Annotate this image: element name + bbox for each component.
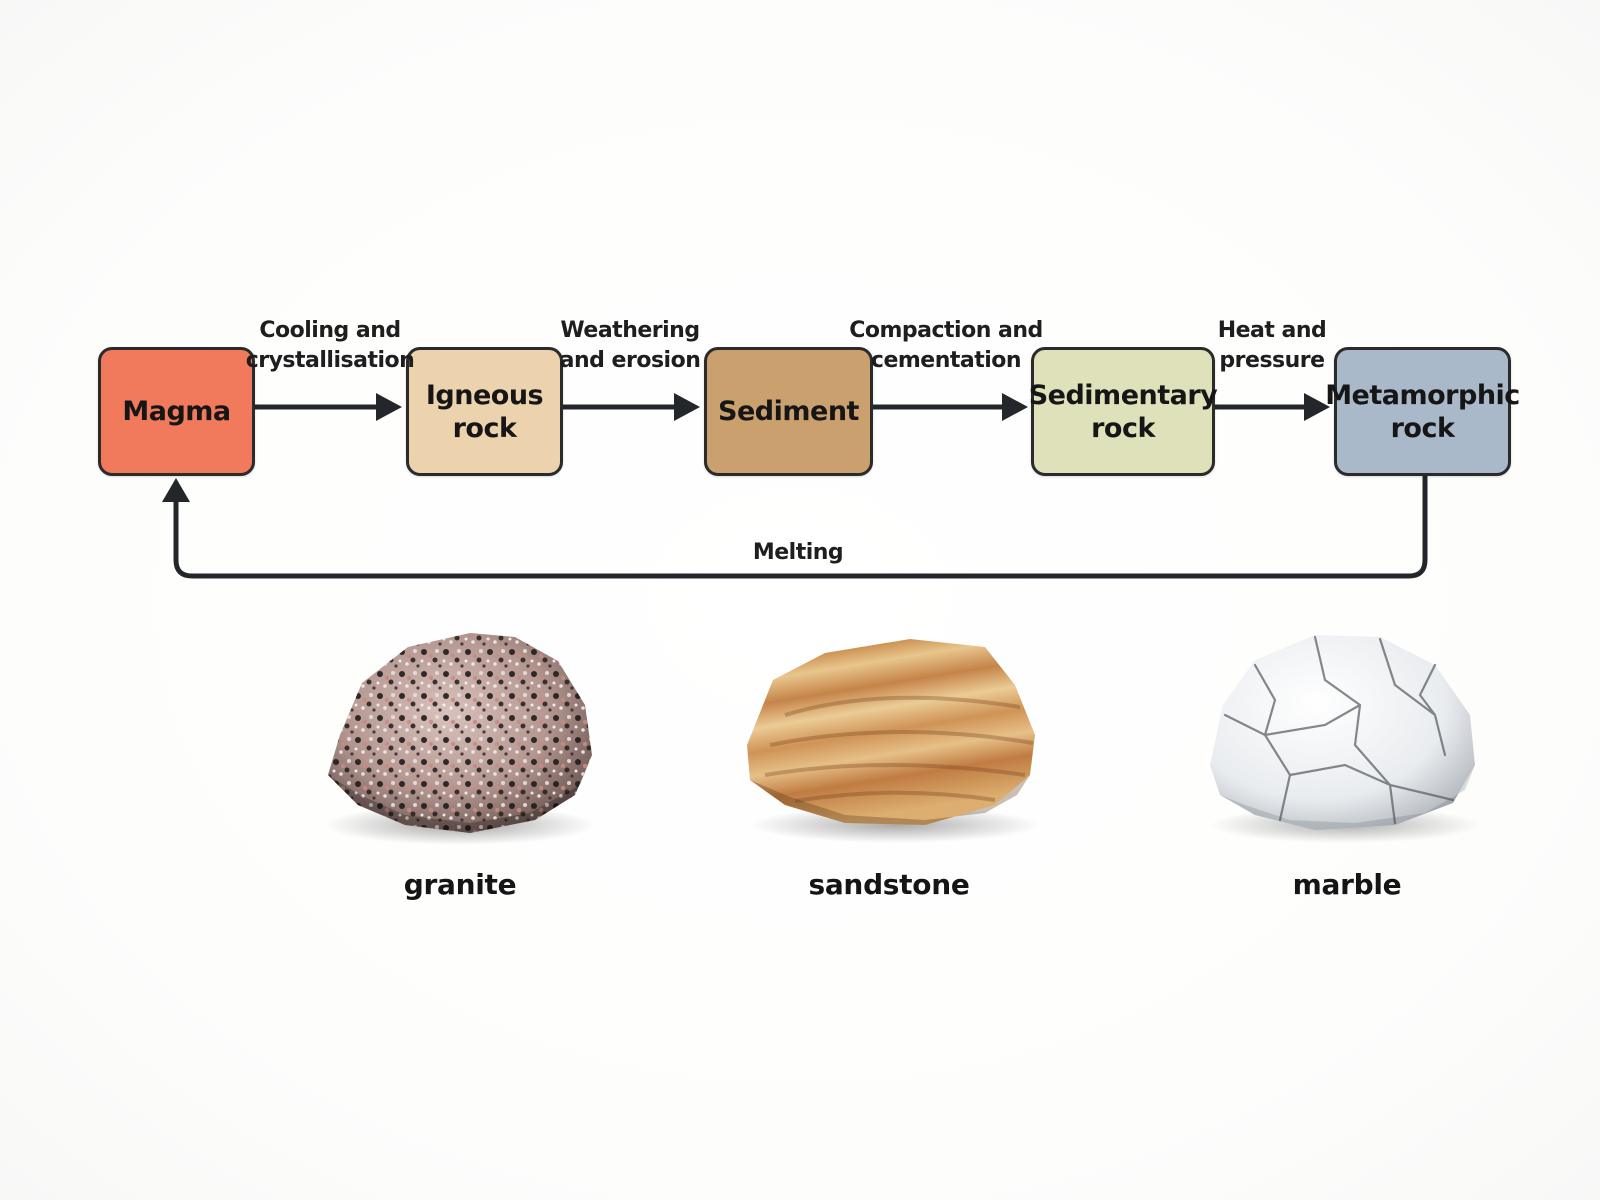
- compaction-label: Compaction and cementation: [849, 318, 1043, 373]
- sediment-box: Sediment: [704, 347, 873, 476]
- metamorphic-rock-label: Metamorphic rock: [1325, 379, 1520, 444]
- melting-label: Melting: [752, 540, 844, 565]
- arrow-compaction: [870, 393, 1028, 421]
- marble-image: [1210, 635, 1480, 843]
- cooling-label: Cooling and crystallisation: [245, 318, 415, 373]
- igneous-rock-box: Igneous rock: [406, 347, 563, 476]
- marble-caption: marble: [1292, 868, 1402, 901]
- arrow-cooling: [252, 393, 402, 421]
- magma-label: Magma: [122, 396, 231, 427]
- igneous-rock-label: Igneous rock: [425, 379, 544, 444]
- sandstone-caption: sandstone: [808, 868, 970, 901]
- sedimentary-rock-box: Sedimentary rock: [1028, 347, 1218, 476]
- sandstone-image: [747, 639, 1040, 843]
- metamorphic-rock-box: Metamorphic rock: [1325, 347, 1520, 476]
- sediment-label: Sediment: [718, 396, 859, 427]
- magma-box: Magma: [98, 347, 255, 476]
- weathering-label: Weathering and erosion: [559, 318, 701, 373]
- heat-pressure-label: Heat and pressure: [1217, 318, 1327, 373]
- arrow-weathering: [560, 393, 700, 421]
- arrow-heat-pressure: [1212, 393, 1330, 421]
- arrow-melting: [162, 475, 1428, 579]
- sedimentary-rock-label: Sedimentary rock: [1028, 379, 1218, 444]
- granite-caption: granite: [403, 868, 517, 901]
- granite-image: [325, 633, 595, 845]
